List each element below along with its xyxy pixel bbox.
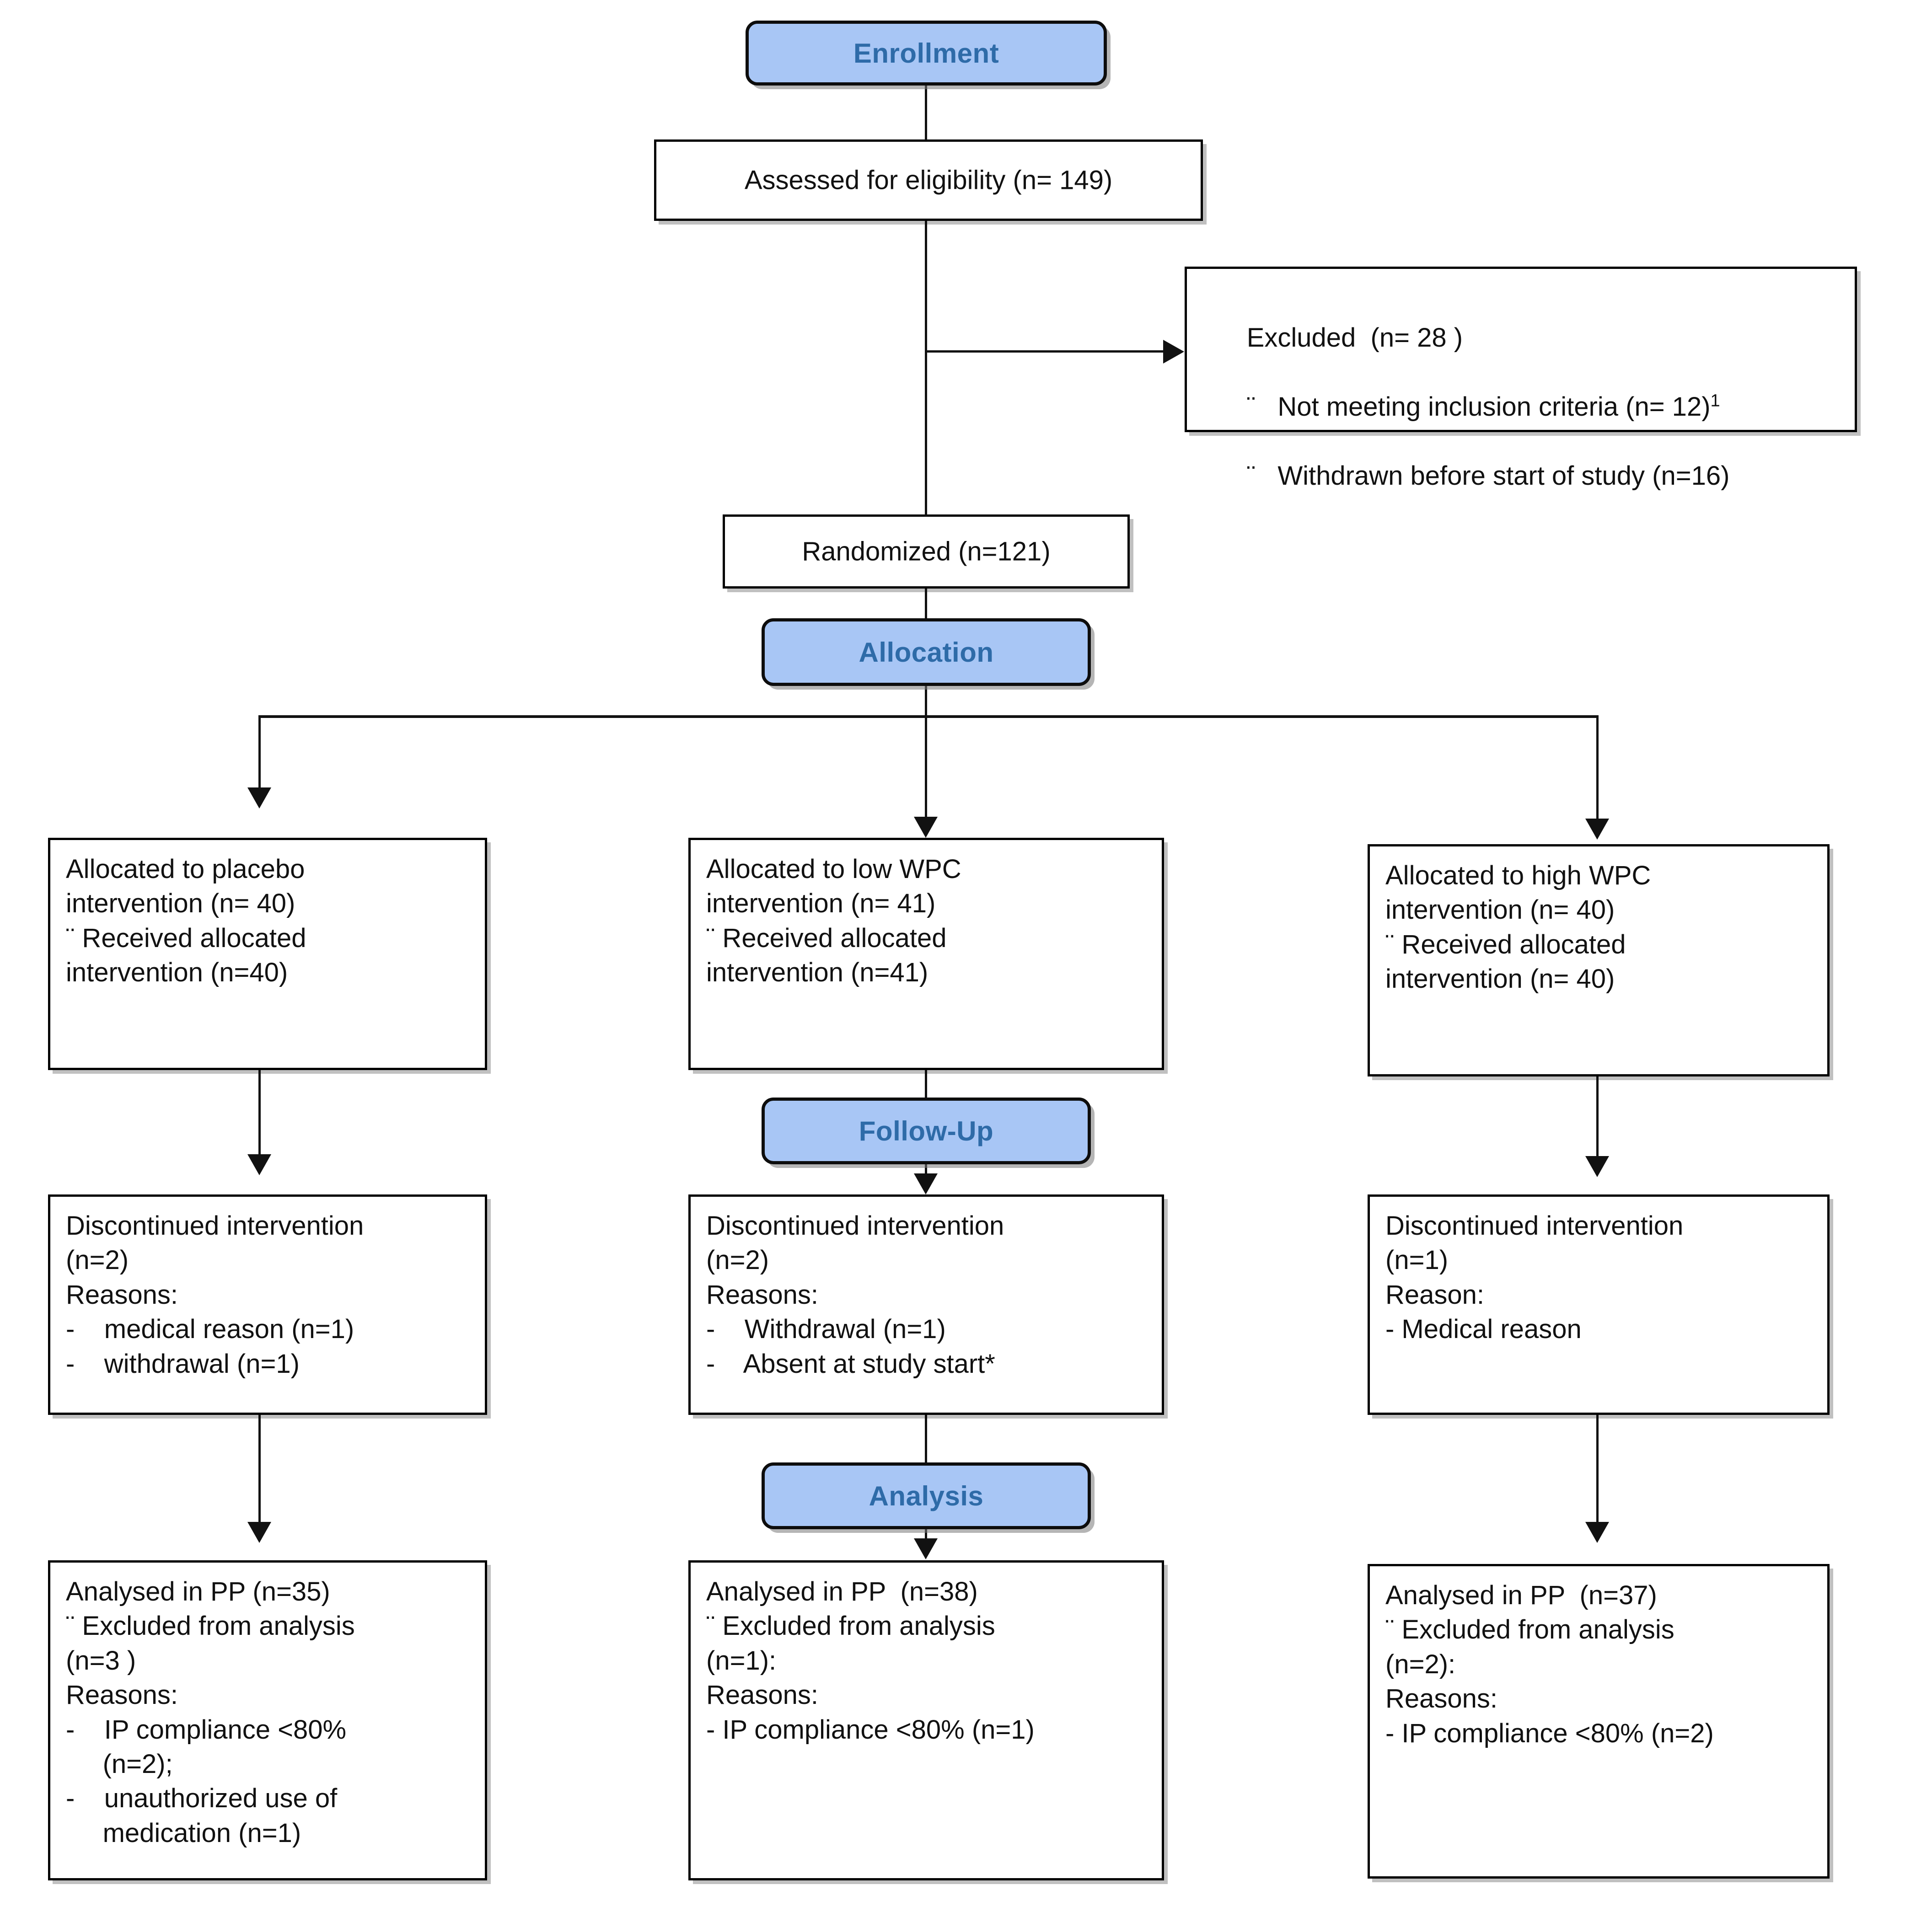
- connector-randomized-to-allocation: [925, 589, 927, 620]
- excluded-item-2: Withdrawn before start of study (n=16): [1277, 461, 1730, 491]
- randomized-text: Randomized (n=121): [802, 536, 1051, 567]
- box-randomized: Randomized (n=121): [723, 514, 1130, 589]
- connector-allocation-to-arm-low-wpc: [925, 715, 927, 819]
- connector-allocation-bus: [258, 715, 1599, 718]
- stage-label-enrollment: Enrollment: [853, 37, 999, 69]
- box-allocation-placebo: Allocated to placebo intervention (n= 40…: [48, 838, 487, 1070]
- allocation-text-placebo: Allocated to placebo intervention (n= 40…: [66, 854, 306, 988]
- followup-text-low-wpc: Discontinued intervention (n=2) Reasons:…: [706, 1211, 1004, 1379]
- box-analysis-placebo: Analysed in PP (n=35) ¨ Excluded from an…: [48, 1560, 487, 1880]
- box-followup-high-wpc: Discontinued intervention (n=1) Reason: …: [1368, 1194, 1830, 1415]
- box-analysis-low-wpc: Analysed in PP (n=38) ¨ Excluded from an…: [688, 1560, 1164, 1880]
- box-allocation-low-wpc: Allocated to low WPC intervention (n= 41…: [688, 838, 1164, 1070]
- arrowhead-high-wpc-followup: [1585, 1156, 1609, 1177]
- connector-low-wpc-followup-to-stage: [925, 1415, 927, 1466]
- arrowhead-arm-low-wpc: [914, 817, 938, 838]
- box-excluded: Excluded (n= 28 ) ¨ Not meeting inclusio…: [1185, 267, 1857, 491]
- connector-to-excluded: [925, 350, 1165, 353]
- arrowhead-low-wpc-followup: [914, 1173, 938, 1194]
- excluded-bullet-glyph-2: ¨: [1246, 461, 1256, 491]
- assessed-text: Assessed for eligibility (n= 149): [744, 165, 1113, 195]
- connector-placebo-alloc-to-followup: [258, 1070, 261, 1157]
- stage-banner-allocation: Allocation: [762, 618, 1091, 686]
- analysis-text-low-wpc: Analysed in PP (n=38) ¨ Excluded from an…: [706, 1577, 1035, 1745]
- excluded-header: Excluded (n= 28 ): [1246, 323, 1463, 353]
- stage-banner-analysis: Analysis: [762, 1462, 1091, 1529]
- box-followup-placebo: Discontinued intervention (n=2) Reasons:…: [48, 1194, 487, 1415]
- connector-analysis-stage-to-box: [925, 1529, 927, 1543]
- connector-assessed-to-randomized: [925, 221, 927, 516]
- arrowhead-to-excluded: [1163, 340, 1184, 364]
- arrowhead-placebo-followup: [247, 1154, 271, 1175]
- excluded-item-1: Not meeting inclusion criteria (n= 12): [1277, 392, 1711, 422]
- arrowhead-arm-high-wpc: [1585, 819, 1609, 840]
- box-analysis-high-wpc: Analysed in PP (n=37) ¨ Excluded from an…: [1368, 1564, 1830, 1879]
- analysis-text-placebo: Analysed in PP (n=35) ¨ Excluded from an…: [66, 1577, 355, 1848]
- connector-enrollment-to-assessed: [925, 86, 927, 140]
- arrowhead-placebo-analysis: [247, 1522, 271, 1543]
- analysis-text-high-wpc: Analysed in PP (n=37) ¨ Excluded from an…: [1385, 1580, 1714, 1748]
- connector-allocation-stem: [925, 686, 927, 717]
- arrowhead-high-wpc-analysis: [1585, 1522, 1609, 1543]
- box-allocation-high-wpc: Allocated to high WPC intervention (n= 4…: [1368, 844, 1830, 1076]
- connector-allocation-to-arm-high-wpc: [1596, 715, 1599, 821]
- allocation-text-high-wpc: Allocated to high WPC intervention (n= 4…: [1385, 861, 1651, 994]
- connector-high-wpc-followup-to-analysis: [1596, 1415, 1599, 1525]
- connector-placebo-followup-to-analysis: [258, 1415, 261, 1525]
- stage-banner-followup: Follow-Up: [762, 1098, 1091, 1164]
- followup-text-high-wpc: Discontinued intervention (n=1) Reason: …: [1385, 1211, 1684, 1344]
- stage-label-followup: Follow-Up: [859, 1115, 994, 1146]
- box-assessed-for-eligibility: Assessed for eligibility (n= 149): [654, 139, 1203, 221]
- connector-high-wpc-alloc-to-followup: [1596, 1076, 1599, 1159]
- arrowhead-arm-placebo: [247, 787, 271, 809]
- stage-banner-enrollment: Enrollment: [746, 21, 1107, 86]
- stage-label-analysis: Analysis: [869, 1480, 984, 1511]
- connector-followup-stage-to-box: [925, 1164, 927, 1178]
- box-followup-low-wpc: Discontinued intervention (n=2) Reasons:…: [688, 1194, 1164, 1415]
- allocation-text-low-wpc: Allocated to low WPC intervention (n= 41…: [706, 854, 961, 988]
- connector-allocation-to-arm-placebo: [258, 715, 261, 790]
- followup-text-placebo: Discontinued intervention (n=2) Reasons:…: [66, 1211, 364, 1379]
- excluded-content: Excluded (n= 28 ) ¨ Not meeting inclusio…: [1202, 286, 1846, 528]
- excluded-bullet-glyph-1: ¨: [1246, 392, 1256, 422]
- stage-label-allocation: Allocation: [859, 637, 994, 668]
- arrowhead-low-wpc-analysis: [914, 1538, 938, 1559]
- excluded-footnote-marker: 1: [1710, 391, 1720, 411]
- connector-low-wpc-alloc-to-stage: [925, 1070, 927, 1098]
